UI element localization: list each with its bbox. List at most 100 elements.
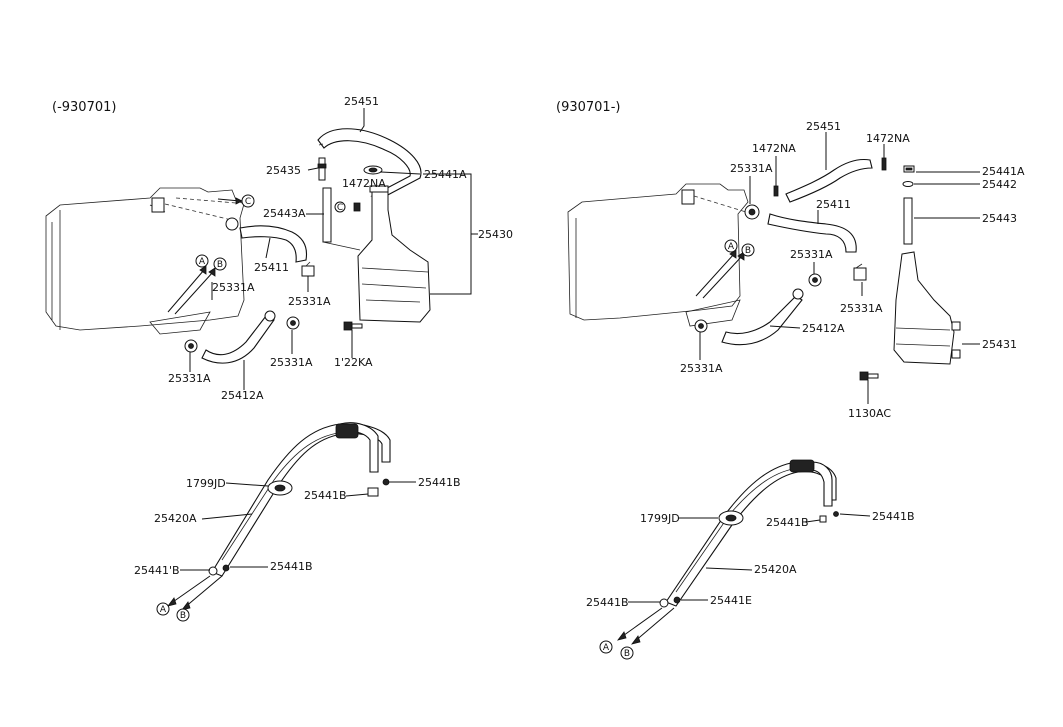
right-label-25441A: 25441A xyxy=(982,165,1025,178)
right-label-1472NA-a: 1472NA xyxy=(752,142,796,155)
br-cap-25441B-a xyxy=(819,515,827,523)
bl-connector-b: B xyxy=(180,611,186,621)
bottom-right-assembly: A B 1799JD 25441B 25441B 25420A 25441B 2… xyxy=(586,459,915,660)
br-label-25441B-c: 25441B xyxy=(586,596,629,609)
left-assembly: (-930701) xyxy=(45,95,513,402)
left-hose-25412A xyxy=(201,310,276,364)
bottom-left-assembly: A B 1799JD 25441B 25441B 25420A 25441'B … xyxy=(134,422,461,622)
bl-cap-25441B-c xyxy=(208,566,218,576)
left-connector-c: C xyxy=(245,197,251,207)
br-grommet-1799JD xyxy=(718,510,744,526)
bl-cap-25441B-a xyxy=(367,487,379,497)
left-label-25430: 25430 xyxy=(478,228,513,241)
br-label-1799JD: 1799JD xyxy=(640,512,680,525)
right-hose-25411 xyxy=(767,213,857,253)
br-cap-25441B-d xyxy=(673,596,681,604)
left-connector-a-circle xyxy=(195,254,209,268)
br-connector-a: A xyxy=(603,643,610,653)
br-cap-25441B-b xyxy=(833,511,839,517)
right-label-25331A-d: 25331A xyxy=(680,362,723,375)
left-connector-b: B xyxy=(217,260,223,270)
right-label-1130AC: 1130AC xyxy=(848,407,891,420)
left-radiator-neck xyxy=(151,197,165,213)
bl-connector-b-circle xyxy=(176,608,190,622)
bl-label-1799JD: 1799JD xyxy=(186,477,226,490)
bl-hose-25420A xyxy=(211,422,391,577)
right-clip-25331A-a xyxy=(744,204,760,220)
left-label-25435: 25435 xyxy=(266,164,301,177)
bl-label-25441B-d: 25441B xyxy=(270,560,313,573)
right-label-25443: 25443 xyxy=(982,212,1017,225)
left-clamp-1472NA: C xyxy=(334,201,361,213)
right-cap-25441A xyxy=(903,165,915,173)
br-hose-25420A xyxy=(665,459,837,607)
right-radiator xyxy=(567,183,749,327)
right-connector-b: B xyxy=(745,246,751,256)
left-label-25441A: 25441A xyxy=(424,168,467,181)
right-header: (930701-) xyxy=(556,100,620,115)
right-label-25431: 25431 xyxy=(982,338,1017,351)
left-connector-b-circle xyxy=(213,257,227,271)
bl-connector-a: A xyxy=(160,605,167,615)
bl-label-25441B-c: 25441'B xyxy=(134,564,180,577)
left-bolt-1122KA xyxy=(343,321,363,331)
right-connector-b-circle xyxy=(741,243,755,257)
right-radiator-neck xyxy=(681,189,695,205)
right-reservoir-25431 xyxy=(893,251,961,365)
right-hose-25412A xyxy=(721,288,804,346)
left-label-25331A-b: 25331A xyxy=(288,295,331,308)
left-label-25443A: 25443A xyxy=(263,207,306,220)
left-clip-25331A-b xyxy=(286,316,300,330)
left-clip-25331A-c xyxy=(184,339,198,353)
right-clamp-1472NA-a xyxy=(773,185,779,197)
left-reservoir-25430 xyxy=(357,185,431,323)
left-label-25411: 25411 xyxy=(254,261,289,274)
left-connector-c-circle xyxy=(241,194,255,208)
left-radiator xyxy=(45,187,245,335)
right-label-25451: 25451 xyxy=(806,120,841,133)
br-connector-b: B xyxy=(624,649,630,659)
right-bolt-1130AC xyxy=(859,371,879,381)
right-label-25331A-b: 25331A xyxy=(790,248,833,261)
right-label-1472NA-b: 1472NA xyxy=(866,132,910,145)
left-label-25331A-a: 25331A xyxy=(212,281,255,294)
left-connector-c2: C xyxy=(337,203,343,213)
right-label-25331A-a: 25331A xyxy=(730,162,773,175)
bl-cap-25441B-d xyxy=(222,564,230,572)
bl-connector-a-circle xyxy=(156,602,170,616)
right-label-25442: 25442 xyxy=(982,178,1017,191)
left-label-25451: 25451 xyxy=(344,95,379,108)
left-label-25331A-c: 25331A xyxy=(270,356,313,369)
left-connector-a: A xyxy=(199,257,206,267)
right-label-25331A-c: 25331A xyxy=(840,302,883,315)
br-label-25441B-a: 25441B xyxy=(766,516,809,529)
left-clip-25331A-a xyxy=(301,261,315,277)
left-header: (-930701) xyxy=(52,100,116,115)
left-label-25331A-d: 25331A xyxy=(168,372,211,385)
left-label-1472NA: 1472NA xyxy=(342,177,386,190)
bl-grommet-1799JD xyxy=(267,480,293,496)
br-connector-a-circle xyxy=(599,640,613,654)
right-seal-25442 xyxy=(902,181,914,187)
right-pipe-25443 xyxy=(903,197,913,245)
br-cap-25441B-c xyxy=(659,598,669,608)
bl-label-25441B-a: 25441B xyxy=(304,489,347,502)
right-clamp-1472NA-b xyxy=(881,157,887,171)
left-hose-25411 xyxy=(225,217,308,263)
right-hose-25451 xyxy=(785,158,873,203)
br-connector-b-circle xyxy=(620,646,634,660)
br-label-25441B-d: 25441E xyxy=(710,594,752,607)
bl-label-25420A: 25420A xyxy=(154,512,197,525)
right-clip-25331A-b xyxy=(808,273,822,287)
right-connector-a: A xyxy=(728,242,735,252)
br-label-25441B-b: 25441B xyxy=(872,510,915,523)
right-connector-a-circle xyxy=(724,239,738,253)
right-clip-25331A-c xyxy=(853,263,867,281)
left-pipe-25435 xyxy=(317,157,327,181)
br-label-25420A: 25420A xyxy=(754,563,797,576)
right-assembly: (930701-) xyxy=(556,100,1025,420)
right-clip-25331A-d xyxy=(694,319,708,333)
right-label-25411: 25411 xyxy=(816,198,851,211)
left-pipe-25443A xyxy=(322,187,361,251)
